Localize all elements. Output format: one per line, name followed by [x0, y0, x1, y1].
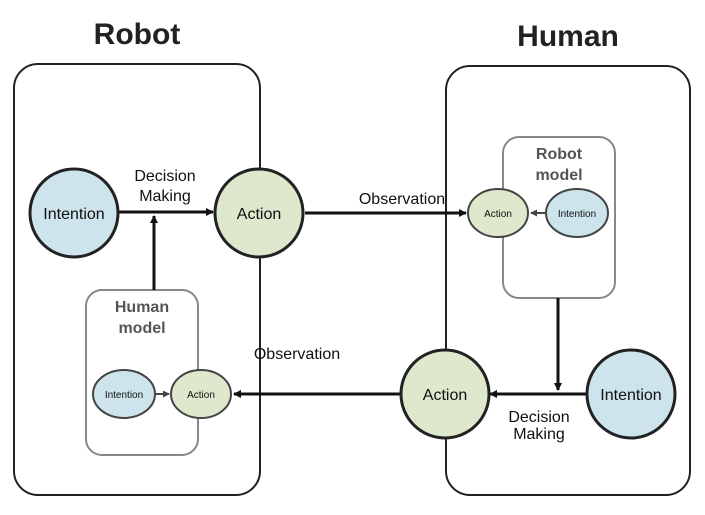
human-decision-label-line1: Decision: [508, 409, 569, 426]
robot-panel: [13, 63, 261, 496]
human-model-intention-node: Intention: [92, 369, 156, 419]
human-model-action-node: Action: [170, 369, 232, 419]
robot-model-title-line2: model: [535, 167, 582, 184]
human-action-label: Action: [423, 387, 467, 404]
robot-action-label: Action: [237, 206, 281, 223]
human-intention-label: Intention: [600, 387, 661, 404]
robot-panel-title: Robot: [94, 18, 181, 51]
human-decision-label-line2: Making: [513, 426, 565, 443]
robot-model-title-line1: Robot: [536, 146, 583, 163]
robot-intention-label: Intention: [43, 206, 104, 223]
human-model-title-line2: model: [118, 320, 165, 337]
human-observation-label: Observation: [254, 346, 340, 363]
robot-model-intention-node: Intention: [545, 188, 609, 238]
robot-intention-node: Intention: [28, 167, 120, 259]
robot-model-intention-label: Intention: [558, 209, 596, 220]
robot-model-action-label: Action: [484, 209, 512, 220]
human-action-node: Action: [399, 348, 491, 440]
human-intention-node: Intention: [585, 348, 677, 440]
robot-action-node: Action: [213, 167, 305, 259]
robot-observation-label: Observation: [359, 191, 445, 208]
human-model-action-label: Action: [187, 390, 215, 401]
human-panel-title: Human: [517, 20, 619, 53]
robot-decision-label-line1: Decision: [134, 168, 195, 185]
human-panel: [445, 65, 691, 496]
human-model-title-line1: Human: [115, 299, 169, 316]
robot-model-action-node: Action: [467, 188, 529, 238]
human-model-intention-label: Intention: [105, 390, 143, 401]
robot-decision-label-line2: Making: [139, 188, 191, 205]
